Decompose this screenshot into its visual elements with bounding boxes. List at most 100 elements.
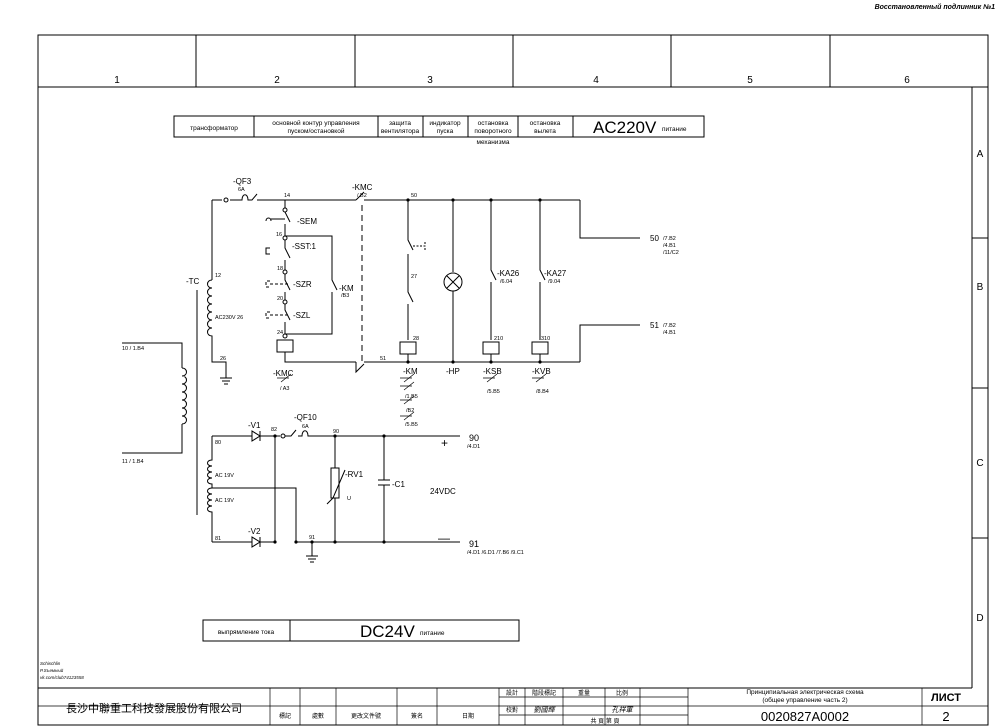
label-km: -KM (403, 367, 418, 376)
output-51-ref-1: /7.B2 (663, 323, 676, 329)
label-qf3: -QF3 (233, 177, 252, 186)
row-letter: D (976, 613, 983, 624)
label-v2: -V2 (248, 527, 261, 536)
label-ac19-lower: AC 19V (215, 498, 234, 504)
node-50: 50 (411, 193, 417, 199)
bottom-section-table (202, 619, 520, 642)
title-cell: 日期 (462, 712, 474, 720)
row-letter: C (976, 458, 983, 469)
column-number: 2 (274, 75, 280, 86)
node-310: 310 (541, 336, 550, 342)
title-approve: 設計 (506, 689, 518, 697)
column-number: 5 (747, 75, 753, 86)
label-tc: -TC (186, 277, 200, 286)
section-main-control: основной контур управления (272, 119, 360, 127)
label-km-contact: -KM (339, 284, 354, 293)
input-11: 11 / 1.B4 (122, 459, 144, 465)
stamp: Schischlin P.Sъемный vk.com/club74123558 (40, 661, 84, 680)
output-90: 90 (469, 433, 479, 443)
title-cell: 標記 (279, 712, 291, 720)
label-km-ref-1: /1.B5 (405, 394, 418, 400)
doc-title: Принципиальная электрическая схема (746, 689, 864, 696)
doc-subtitle: (общее управление часть 2) (762, 696, 847, 704)
title-approve: 校對 (506, 706, 518, 714)
title-cell: 簽名 (411, 712, 423, 720)
label-c1: -C1 (392, 480, 405, 489)
node-28: 28 (413, 336, 419, 342)
stamp-line: vk.com/club74123558 (40, 675, 84, 680)
section-main-control: пуском/остановкой (288, 127, 345, 135)
title-stage: 階段標記 (532, 689, 556, 697)
doc-number: 0020827A0002 (761, 709, 849, 724)
label-qf10: -QF10 (294, 413, 317, 422)
signature: 劉國輝 (534, 706, 557, 714)
label-ksb-ref: /5.B5 (487, 389, 500, 395)
top-section-table (173, 115, 705, 138)
label-qf10-rating: 6A (302, 424, 309, 430)
label-rv1: -RV1 (345, 470, 364, 479)
stamp-line: P.Sъемный (40, 667, 64, 673)
output-51-ref-2: /4.B1 (663, 330, 676, 336)
node-14: 14 (284, 193, 290, 199)
section-stop-boom: вылета (534, 128, 556, 135)
title-stage: 重量 (578, 689, 590, 697)
output-50: 50 (650, 234, 659, 243)
label-szr: -SZR (293, 280, 312, 289)
section-fan-protect: вентилятора (381, 128, 420, 135)
transformer-coil (122, 279, 213, 542)
label-ka27: -KA27 (544, 269, 567, 278)
node-80: 80 (215, 440, 221, 446)
section-dc-voltage-suffix: питание (420, 630, 445, 637)
label-qf3-rating: 6A (238, 187, 245, 193)
output-91: 91 (469, 539, 479, 549)
company-name: 長沙中聯重工科技發展股份有限公司 (66, 701, 242, 715)
outer-frame (37, 34, 989, 726)
sheet-label: ЛИСТ (931, 692, 961, 704)
label-hp: -HP (446, 367, 460, 376)
section-start-indicator: пуска (437, 128, 454, 135)
output-50-ref-3: /11/C2 (663, 250, 679, 256)
section-transformer: трансформатор (190, 125, 238, 132)
label-ka27-ref: /9.04 (548, 279, 560, 285)
label-kmc-top-ref: / B2 (357, 193, 367, 199)
label-km-contact-ref: /B3 (341, 293, 349, 299)
label-sem: -SEM (297, 217, 317, 226)
output-50-ref-2: /4.B1 (663, 243, 676, 249)
section-rectifier: выпрямление тока (218, 629, 275, 636)
signature: 孔祥軍 (612, 706, 634, 714)
label-kmc-top: -KMC (352, 183, 373, 192)
section-ac-voltage-suffix: питание (662, 126, 687, 133)
section-dc-voltage: DC24V (360, 622, 415, 641)
node-91: 91 (309, 535, 315, 541)
label-kmc-bottom-ref: / A3 (280, 386, 289, 392)
node-81: 81 (215, 536, 221, 542)
row-letter: A (977, 149, 984, 160)
label-km-ref-2: /B2 (406, 408, 414, 414)
label-v1: -V1 (248, 421, 261, 430)
section-fan-protect: защита (389, 120, 411, 127)
label-szl: -SZL (293, 311, 311, 320)
label-24vdc: 24VDC (430, 487, 456, 496)
node-12: 12 (215, 273, 221, 279)
column-number: 1 (114, 75, 120, 86)
label-ac230: AC230V 26 (215, 315, 243, 321)
title-block (38, 688, 988, 725)
dc-rectifier-circuit (212, 429, 460, 563)
node-82: 82 (271, 427, 277, 433)
output-50-ref-1: /7.B2 (663, 236, 676, 242)
column-dividers (195, 35, 831, 87)
node-51: 51 (380, 356, 386, 362)
label-ac19-upper: AC 19V (215, 473, 234, 479)
stamp-line: Schischlin (40, 661, 61, 666)
output-91-ref: /4.D1 /6.D1 /7.B6 /9.C1 (467, 550, 524, 556)
label-sst: -SST:1 (292, 242, 317, 251)
output-90-ref: /4.D1 (467, 444, 480, 450)
label-ksb: -KSB (483, 367, 502, 376)
node-16: 16 (276, 232, 282, 238)
column-number: 3 (427, 75, 433, 86)
section-stop-slew: поворотного (474, 128, 512, 135)
title-cell: 處數 (312, 712, 324, 720)
sheet-info: 共 頁 第 頁 (590, 717, 619, 725)
node-20: 20 (277, 296, 283, 302)
